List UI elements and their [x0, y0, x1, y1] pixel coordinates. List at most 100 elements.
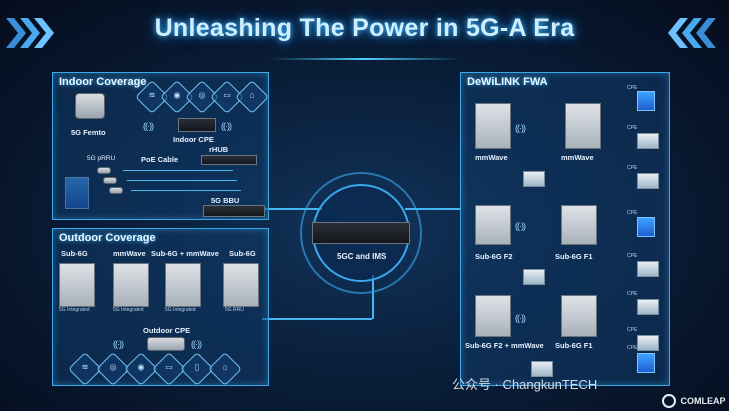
- fwa-premise-1: [523, 171, 545, 187]
- outdoor-col4-caption: 5G RRU: [225, 307, 244, 313]
- prru-unit-1: [97, 167, 111, 174]
- fwa-row3-right-unit: [561, 295, 597, 337]
- fwa-row3-right-label: Sub-6G F1: [555, 341, 593, 350]
- fwa-row1-left-label: mmWave: [475, 153, 508, 162]
- fwa-cpe-label-4: CPE: [627, 210, 638, 216]
- link-outdoor-core: [262, 318, 372, 320]
- femto-signal: ((·)): [143, 121, 154, 131]
- outdoor-col3-name: Sub-6G + mmWave: [151, 249, 219, 258]
- outdoor-cpe-device: [147, 337, 185, 351]
- indoor-coverage-panel: Indoor Coverage 5G Femto ((·)) ≋ ◉ ◎ ▭ ⌂…: [52, 72, 269, 220]
- fwa-premise-7: [637, 299, 659, 315]
- camera-icon: ◉: [137, 362, 145, 372]
- wifi-icon: ≋: [148, 90, 156, 100]
- outdoor-mmwave-unit: [113, 263, 149, 307]
- title-underline: [270, 58, 460, 60]
- fwa-building-3: [637, 353, 655, 373]
- fwa-row2-left-unit: [475, 205, 511, 245]
- mobile-icon: ▯: [194, 362, 200, 372]
- fwa-cpe-label-1: CPE: [627, 85, 638, 91]
- page-title: Unleashing The Power in 5G-A Era: [154, 14, 575, 42]
- fwa-row2-right-label: Sub-6G F1: [555, 252, 593, 261]
- outdoor-col4-name: Sub-6G: [229, 249, 256, 258]
- outdoor-coverage-title: Outdoor Coverage: [59, 232, 156, 244]
- indoor-icon-5: ⌂: [235, 80, 269, 114]
- outdoor-col1-caption: 5G Integrated: [59, 307, 90, 313]
- laptop-icon: ▭: [165, 362, 173, 372]
- logo-icon: [662, 393, 676, 408]
- rhub-label: rHUB: [209, 145, 229, 154]
- link-bbu-core: [262, 208, 322, 210]
- chevron-decoration-right: [668, 18, 716, 48]
- fwa-row1-right-label: mmWave: [561, 153, 594, 162]
- fwa-premise-2: [523, 269, 545, 285]
- fwa-premise-6: [637, 261, 659, 277]
- fwa-cpe-label-3: CPE: [627, 165, 638, 171]
- core-server: [312, 222, 410, 244]
- wifi-icon: ≋: [81, 362, 89, 372]
- fwa-row2-right-unit: [561, 205, 597, 245]
- indoor-cpe-label: Indoor CPE: [173, 135, 214, 144]
- watermark-text: 公众号 · ChangkunTECH: [452, 377, 598, 392]
- indoor-building: [65, 177, 89, 209]
- poe-label: PoE Cable: [141, 155, 179, 164]
- fwa-premise-5: [637, 173, 659, 189]
- core-label: 5GC and IMS: [337, 252, 387, 261]
- fwa-cpe-label-8: CPE: [627, 345, 638, 351]
- rhub-device: [201, 155, 257, 165]
- poe-cable-line-2: [127, 180, 237, 181]
- femto-label: 5G Femto: [71, 128, 106, 137]
- fwa-row1-right-unit: [565, 103, 601, 149]
- indoor-coverage-title: Indoor Coverage: [59, 76, 147, 88]
- outdoor-cpe-signal-right: ((·)): [191, 339, 202, 349]
- fwa-row3-left-label: Sub-6G F2 + mmWave: [465, 341, 544, 350]
- fwa-cpe-label-2: CPE: [627, 125, 638, 131]
- bbu-device: [203, 205, 265, 217]
- fwa-cpe-label-7: CPE: [627, 327, 638, 333]
- prru-label: 5G pRRU: [87, 155, 116, 162]
- fwa-premise-4: [637, 133, 659, 149]
- fwa-premise-3: [531, 361, 553, 377]
- fwa-panel: DeWiLINK FWA ((·)) mmWave mmWave ((·)) S…: [460, 72, 670, 386]
- prru-unit-2: [103, 177, 117, 184]
- outdoor-cpe-label: Outdoor CPE: [143, 326, 191, 335]
- logo-text: COMLEAP: [680, 395, 726, 406]
- globe-icon: ◎: [109, 362, 117, 372]
- fwa-row1-left-unit: [475, 103, 511, 149]
- fwa-cpe-label-6: CPE: [627, 291, 638, 297]
- outdoor-combo-unit: [165, 263, 201, 307]
- core-ring-outer: [300, 172, 422, 294]
- fwa-building-2: [637, 217, 655, 237]
- link-core-fwa: [405, 208, 460, 210]
- outdoor-col3-caption: 5G Integrated: [165, 307, 196, 313]
- outdoor-icon-6: ⌂: [208, 352, 242, 386]
- outdoor-rru-unit: [223, 263, 259, 307]
- fwa-row3-left-unit: [475, 295, 511, 337]
- fwa-row2-left-label: Sub-6G F2: [475, 252, 513, 261]
- chevron-decoration-left: [6, 18, 54, 48]
- camera-icon: ◉: [173, 90, 181, 100]
- poe-cable-line-3: [131, 190, 241, 191]
- outdoor-col2-name: mmWave: [113, 249, 146, 258]
- home-icon: ⌂: [222, 362, 228, 372]
- globe-icon: ◎: [198, 90, 206, 100]
- outdoor-col1-name: Sub-6G: [61, 249, 88, 258]
- fwa-row2-signal: ((·)): [515, 221, 526, 231]
- link-core-down: [372, 275, 374, 319]
- tv-icon: ▭: [223, 90, 231, 100]
- fwa-building-1: [637, 91, 655, 111]
- outdoor-col2-caption: 5G Integrated: [113, 307, 144, 313]
- poe-cable-line: [123, 170, 233, 171]
- fwa-cpe-label-5: CPE: [627, 253, 638, 259]
- outdoor-coverage-panel: Outdoor Coverage Sub-6G mmWave Sub-6G + …: [52, 228, 269, 386]
- comleap-logo: COMLEAP: [662, 392, 725, 410]
- home-icon: ⌂: [249, 90, 255, 100]
- fwa-title: DeWiLINK FWA: [467, 76, 548, 88]
- bbu-label: 5G BBU: [211, 196, 240, 205]
- indoor-cpe-device: [178, 118, 216, 132]
- indoor-cpe-signal: ((·)): [221, 121, 232, 131]
- prru-unit-3: [109, 187, 123, 194]
- femto-device: [75, 93, 105, 119]
- outdoor-cpe-signal-left: ((·)): [113, 339, 124, 349]
